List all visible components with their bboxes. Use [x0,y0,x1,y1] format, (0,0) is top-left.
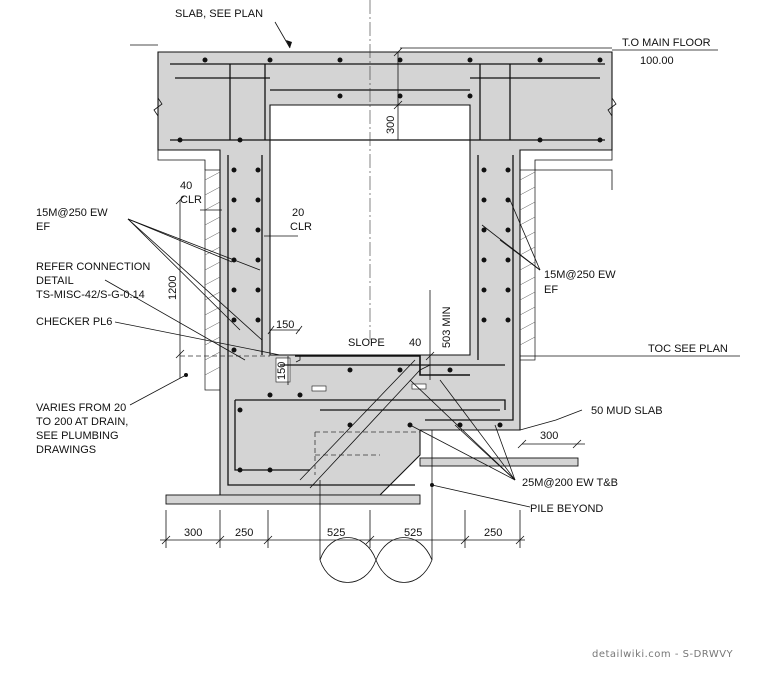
varies-label-3: SEE PLUMBING [36,430,119,442]
clr40-value: 40 [180,180,192,192]
leader-arrows [184,40,434,487]
leader-lines [104,21,583,508]
clr20-value: 20 [292,207,304,219]
slope-label: SLOPE [348,337,385,349]
dim-300-right: 300 [540,430,558,442]
watermark: detailwiki.com - S-DRWVY [592,649,734,660]
drain-diagonal [309,364,431,489]
clr40-label: CLR [180,194,202,206]
to-main-floor-label: T.O MAIN FLOOR [622,37,711,49]
slab-break-left [153,52,163,150]
bottom-dim-250-left: 250 [235,527,253,539]
varies-label-1: VARIES FROM 20 [36,402,126,414]
refer-detail-label: DETAIL [36,275,74,287]
mud-slab-left [165,494,421,505]
slab-step-left [157,150,206,170]
rebar-lines [170,63,605,486]
bottom-dim-ticks [161,510,525,548]
rebar-right-ef: EF [544,284,558,296]
pile-outline [319,430,433,560]
dim-1200: 1200 [167,276,179,300]
checker-seat [275,357,291,383]
drain-block-1 [311,385,327,392]
elevation-label: 100.00 [640,55,674,67]
pile-break [319,537,433,583]
varies-label-2: TO 200 AT DRAIN, [36,416,128,428]
slab-break-right [607,52,617,150]
varies-label-4: DRAWINGS [36,444,96,456]
dim-150-v: 150 [276,362,288,380]
bottom-dim-525-right: 525 [404,527,422,539]
dim-150-h: 150 [276,319,294,331]
mud-slab-label: 50 MUD SLAB [591,405,663,417]
checker-plate [270,354,301,363]
dim-40: 40 [409,337,421,349]
refer-connection-label: REFER CONNECTION [36,261,150,273]
dim-300-vert: 300 [385,116,397,134]
left-soil-hatch [204,169,221,391]
rebar-dots [177,57,603,473]
pile-beyond-label: PILE BEYOND [530,503,603,515]
hidden-lines [314,431,420,475]
rebar-left-label: 15M@250 EW [36,207,108,219]
bottom-dim-250-right: 250 [484,527,502,539]
slab-step-right [534,150,613,190]
rebar-25m-label: 25M@200 EW T&B [522,477,618,489]
clr20-label: CLR [290,221,312,233]
bottom-dim-525-left: 525 [327,527,345,539]
slab-see-plan-label: SLAB, SEE PLAN [175,8,263,20]
refer-ref-label: TS-MISC-42/S-G-0.14 [36,289,145,301]
drain-diagonal-2 [299,359,416,481]
dim-503-min: 503 MIN [441,306,453,348]
right-soil-hatch [519,169,536,361]
toc-label: TOC SEE PLAN [648,343,728,355]
checker-label: CHECKER PL6 [36,316,112,328]
soil-hatch-lines [204,171,536,376]
rebar-right-label: 15M@250 EW [544,269,616,281]
bottom-dim-300: 300 [184,527,202,539]
rebar-left-ef: EF [36,221,50,233]
